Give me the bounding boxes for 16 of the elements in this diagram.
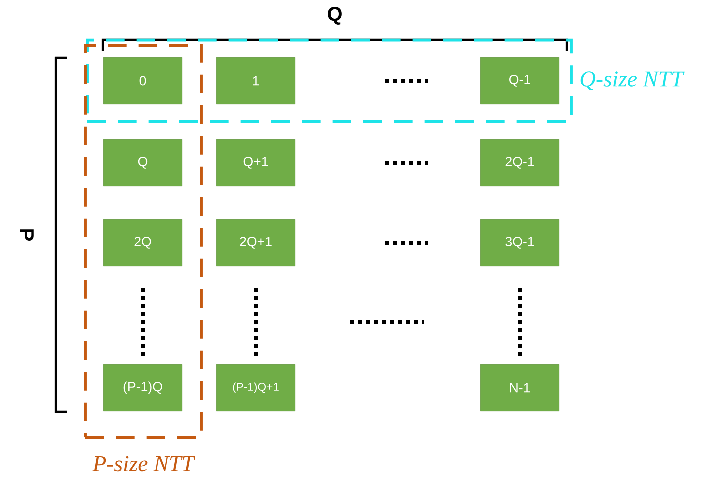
index-box: 2Q (103, 219, 183, 267)
node-label: Q-size NTT (580, 72, 685, 90)
index-box: 0 (103, 57, 183, 105)
index-box: (P-1)Q+1 (216, 364, 296, 412)
index-box: 1 (216, 57, 296, 105)
index-box: 3Q-1 (480, 219, 560, 267)
index-box: 2Q+1 (216, 219, 296, 267)
node-label: P-size NTT (92, 456, 196, 472)
index-box: Q (103, 139, 183, 187)
axis-label: Q (328, 7, 342, 25)
axis-label: P (20, 230, 34, 241)
index-box: (P-1)Q (103, 364, 183, 412)
index-box: N-1 (480, 364, 560, 412)
index-box: Q+1 (216, 139, 296, 187)
index-box: Q-1 (480, 57, 560, 105)
index-box: 2Q-1 (480, 139, 560, 187)
